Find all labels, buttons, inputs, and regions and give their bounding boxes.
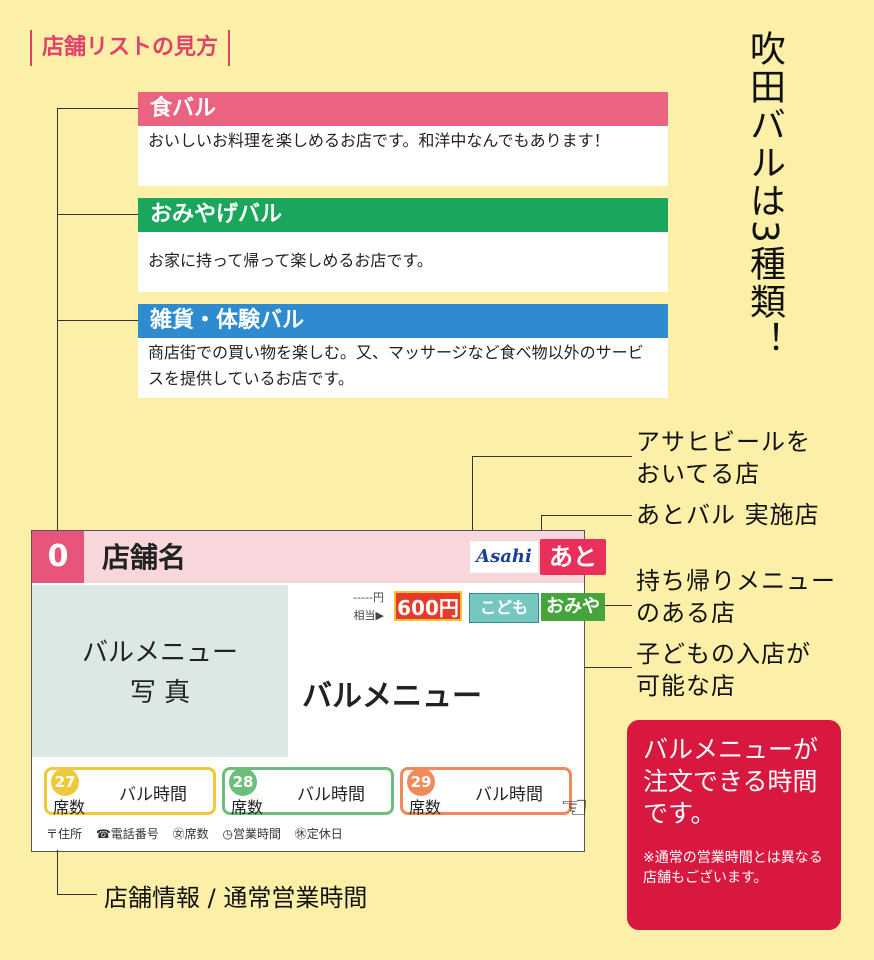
- slot-time: バル時間: [475, 785, 543, 805]
- slot-number: 28: [229, 768, 257, 796]
- asahi-logo: Asahi: [470, 541, 538, 573]
- slot-time: バル時間: [297, 785, 365, 805]
- pointing-hand-icon: ☜: [560, 788, 589, 826]
- category-shoku: 食バル おいしいお料理を楽しめるお店です。和洋中なんでもあります！: [138, 92, 668, 186]
- photo-line1: バルメニュー: [81, 638, 238, 668]
- slot-number: 27: [51, 768, 79, 796]
- store-number: 0: [32, 531, 84, 583]
- legend-item: 〒住所: [46, 827, 83, 841]
- store-info-label: 店舗情報 / 通常営業時間: [104, 884, 368, 912]
- price-note-line1: -----円: [353, 591, 384, 604]
- price-note: -----円 相当▶: [314, 589, 384, 625]
- label-ato: あとバル 実施店: [636, 501, 820, 529]
- menu-text: バルメニュー: [302, 679, 482, 714]
- legend-item: ◷営業時間: [222, 827, 281, 841]
- category-desc: おいしいお料理を楽しめるお店です。和洋中なんでもあります！: [148, 131, 610, 150]
- connector-line: [57, 214, 138, 215]
- page-title: 店舗リストの見方: [30, 30, 231, 66]
- connector-line: [541, 515, 542, 540]
- legend-item: ㊛席数: [172, 827, 209, 841]
- category-title: 食バル: [138, 92, 668, 126]
- label-asahi: アサヒビールを おいてる店: [636, 428, 811, 488]
- slot-seat: 席数: [409, 798, 442, 817]
- slot-number: 29: [407, 768, 435, 796]
- category-desc: お家に持って帰って楽しめるお店です。: [148, 251, 433, 270]
- connector-line: [472, 456, 473, 540]
- connector-line: [57, 108, 138, 109]
- kodomo-badge: こどもOK: [469, 593, 539, 645]
- connector-line: [472, 456, 632, 457]
- category-title: 雑貨・体験バル: [138, 304, 668, 338]
- connector-line: [57, 850, 58, 894]
- category-zakka: 雑貨・体験バル 商店街での買い物を楽しむ。又、マッサージなど食べ物以外のサービス…: [138, 304, 668, 398]
- ato-badge: あと: [540, 539, 606, 575]
- legend-item: ☎電話番号: [95, 827, 159, 841]
- slot-time: バル時間: [119, 785, 187, 805]
- time-explanation: バルメニューが 注文できる時間 です。: [643, 735, 819, 828]
- connector-line: [57, 320, 138, 321]
- connector-line: [57, 894, 97, 895]
- label-kodomo: 子どもの入店が 可能な店: [636, 640, 811, 700]
- sample-store-card: 0 店舗名 Asahi あと バルメニュー 写 真 -----円 相当▶ 600…: [31, 530, 606, 852]
- time-slot: 27 席数 バル時間: [44, 767, 216, 817]
- card-header: 0 店舗名 Asahi あと: [32, 531, 606, 583]
- slot-seat: 席数: [231, 798, 264, 817]
- connector-line: [541, 515, 632, 516]
- category-omiyage: おみやげバル お家に持って帰って楽しめるお店です。: [138, 198, 668, 292]
- store-name: 店舗名: [102, 541, 187, 574]
- label-omiya: 持ち帰りメニュー のある店: [636, 567, 836, 627]
- time-slot: 28 席数 バル時間: [222, 767, 394, 817]
- price-badge: 600円: [394, 591, 462, 621]
- time-note: ※通常の営業時間とは異なる店舗もございます。: [643, 850, 823, 886]
- vertical-title: 吹田バルは3種類！: [744, 30, 785, 359]
- legend: 〒住所 ☎電話番号 ㊛席数 ◷営業時間 ㊡定休日: [46, 825, 353, 842]
- photo-line2: 写 真: [129, 678, 191, 708]
- legend-item: ㊡定休日: [294, 827, 343, 841]
- category-desc: 商店街での買い物を楽しむ。又、マッサージなど食べ物以外のサービスを提供しているお…: [148, 343, 644, 388]
- omiya-badge: おみや: [541, 593, 605, 621]
- time-explanation-box: バルメニューが 注文できる時間 です。 ※通常の営業時間とは異なる店舗もございま…: [627, 720, 841, 930]
- connector-line: [57, 108, 58, 530]
- time-slot: 29 席数 バル時間: [400, 767, 572, 817]
- menu-photo-placeholder: バルメニュー 写 真: [32, 585, 288, 757]
- category-title: おみやげバル: [138, 198, 668, 232]
- slot-seat: 席数: [53, 798, 86, 817]
- price-note-line2: 相当▶: [353, 609, 384, 622]
